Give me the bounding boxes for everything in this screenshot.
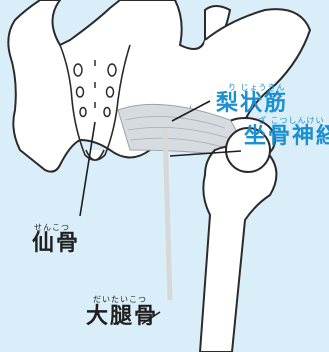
sciatic-nerve [165,130,170,300]
piriformis-label: 梨状筋 [216,93,288,115]
sacrum-label: 仙骨 [32,233,80,255]
femur-label: 大腿骨 [86,306,158,328]
sciatic-nerve-label: 坐骨神経 [244,126,329,148]
femur-furigana: だいたいこつ [93,296,147,304]
femur-bone [200,145,276,352]
